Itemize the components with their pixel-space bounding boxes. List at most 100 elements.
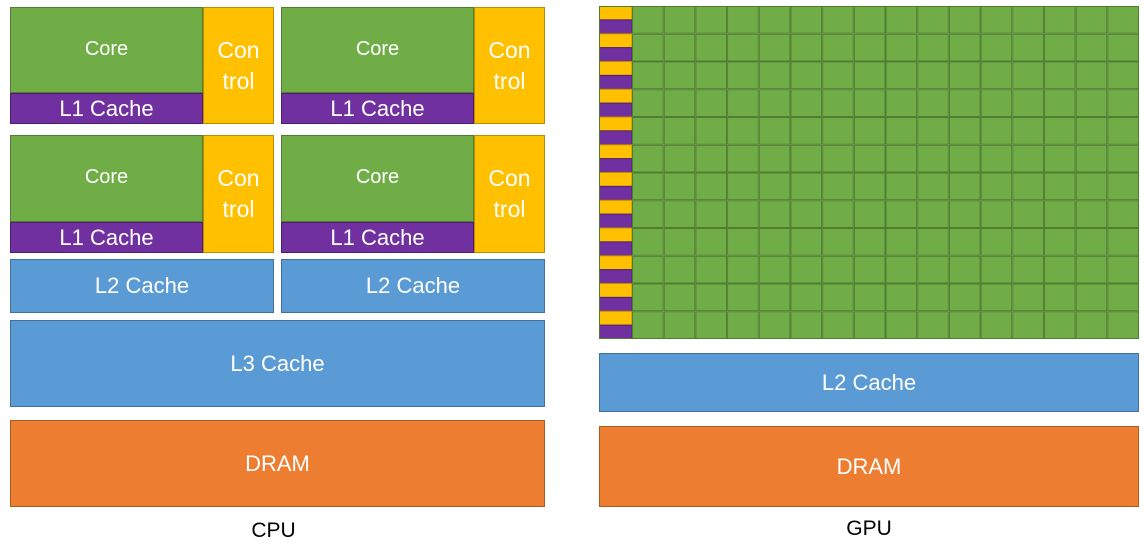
gpu-core-cell (853, 172, 886, 201)
gpu-control-cell (599, 33, 633, 49)
gpu-core-cell (727, 117, 759, 145)
cpu-control-3: Con trol (203, 135, 274, 253)
gpu-core-cell (1075, 89, 1108, 117)
gpu-core-cell (822, 144, 854, 173)
gpu-core-cell (790, 172, 823, 201)
gpu-core-cell (980, 33, 1013, 62)
gpu-core-cell (822, 311, 854, 339)
control-label-line2: trol (222, 196, 255, 222)
gpu-core-cell (853, 144, 886, 173)
gpu-core-cell (822, 228, 854, 256)
gpu-core-cell (1012, 117, 1044, 145)
control-label-line1: Con (217, 36, 260, 63)
gpu-core-cell (853, 311, 886, 339)
gpu-core-cell (1075, 228, 1108, 256)
gpu-core-cell (695, 172, 728, 201)
gpu-caption: GPU (846, 517, 892, 540)
gpu-core-cell (790, 200, 823, 228)
gpu-core-cell (632, 200, 664, 228)
gpu-core-cell (917, 172, 949, 201)
gpu-l1-cache-cell (599, 130, 633, 146)
gpu-control-cell (599, 116, 633, 132)
cpu-core-3: Core (10, 135, 203, 222)
gpu-core-cell (822, 255, 854, 284)
gpu-core-cell (917, 33, 949, 62)
gpu-core-cell (853, 61, 886, 90)
gpu-core-cell (822, 33, 854, 62)
gpu-core-cell (917, 89, 949, 117)
gpu-core-cell (917, 6, 949, 34)
gpu-core-cell (822, 61, 854, 90)
gpu-core-cell (1043, 311, 1076, 339)
gpu-core-cell (980, 117, 1013, 145)
gpu-core-cell (917, 117, 949, 145)
gpu-core-cell (917, 144, 949, 173)
gpu-core-cell (1107, 172, 1139, 201)
gpu-core-cell (1043, 255, 1076, 284)
gpu-core-cell (758, 89, 791, 117)
gpu-l1-cache-cell (599, 269, 633, 284)
gpu-core-cell (1012, 255, 1044, 284)
gpu-core-cell (948, 6, 981, 34)
gpu-core-cell (1012, 311, 1044, 339)
gpu-core-cell (853, 89, 886, 117)
gpu-core-cell (980, 172, 1013, 201)
gpu-l1-cache-cell (599, 158, 633, 173)
gpu-l1-cache-cell (599, 19, 633, 35)
gpu-core-cell (1107, 144, 1139, 173)
gpu-l1-cache-cell (599, 324, 633, 339)
gpu-core-cell (1012, 228, 1044, 256)
gpu-core-cell (632, 228, 664, 256)
gpu-core-cell (1107, 61, 1139, 90)
gpu-core-cell (980, 89, 1013, 117)
gpu-core-cell (1012, 89, 1044, 117)
gpu-core-cell (758, 117, 791, 145)
gpu-core-cell (1043, 6, 1076, 34)
gpu-core-cell (885, 255, 918, 284)
gpu-core-cell (727, 61, 759, 90)
gpu-l1-cache-cell (599, 213, 633, 229)
gpu-core-cell (727, 172, 759, 201)
gpu-core-cell (917, 283, 949, 312)
gpu-core-cell (790, 283, 823, 312)
gpu-core-cell (948, 117, 981, 145)
cpu-l1-cache-2: L1 Cache (281, 93, 474, 124)
gpu-core-cell (663, 283, 696, 312)
gpu-control-cell (599, 6, 633, 21)
gpu-core-cell (853, 228, 886, 256)
gpu-core-cell (853, 255, 886, 284)
gpu-core-cell (980, 311, 1013, 339)
gpu-core-cell (1075, 311, 1108, 339)
gpu-control-cell (599, 61, 633, 76)
cpu-l3-cache: L3 Cache (10, 320, 545, 407)
gpu-core-cell (758, 283, 791, 312)
gpu-core-cell (1075, 6, 1108, 34)
gpu-core-cell (695, 200, 728, 228)
gpu-core-cell (1107, 311, 1139, 339)
gpu-core-cell (1043, 117, 1076, 145)
gpu-core-cell (758, 255, 791, 284)
control-label-line1: Con (488, 36, 531, 63)
gpu-core-cell (727, 311, 759, 339)
gpu-core-cell (790, 311, 823, 339)
gpu-core-cell (1075, 172, 1108, 201)
gpu-core-cell (663, 200, 696, 228)
gpu-l1-cache-cell (599, 296, 633, 312)
gpu-core-cell (948, 200, 981, 228)
gpu-core-cell (1075, 200, 1108, 228)
cpu-core-2: Core (281, 7, 474, 93)
gpu-control-cell (599, 310, 633, 326)
gpu-core-cell (632, 61, 664, 90)
gpu-core-cell (1107, 89, 1139, 117)
gpu-core-cell (917, 200, 949, 228)
gpu-core-cell (822, 89, 854, 117)
gpu-dram: DRAM (599, 426, 1139, 507)
gpu-l1-cache-cell (599, 241, 633, 257)
gpu-core-cell (790, 6, 823, 34)
gpu-core-cell (727, 283, 759, 312)
gpu-core-cell (948, 61, 981, 90)
gpu-core-cell (885, 228, 918, 256)
cpu-dram: DRAM (10, 420, 545, 507)
gpu-core-cell (727, 255, 759, 284)
gpu-core-cell (790, 61, 823, 90)
